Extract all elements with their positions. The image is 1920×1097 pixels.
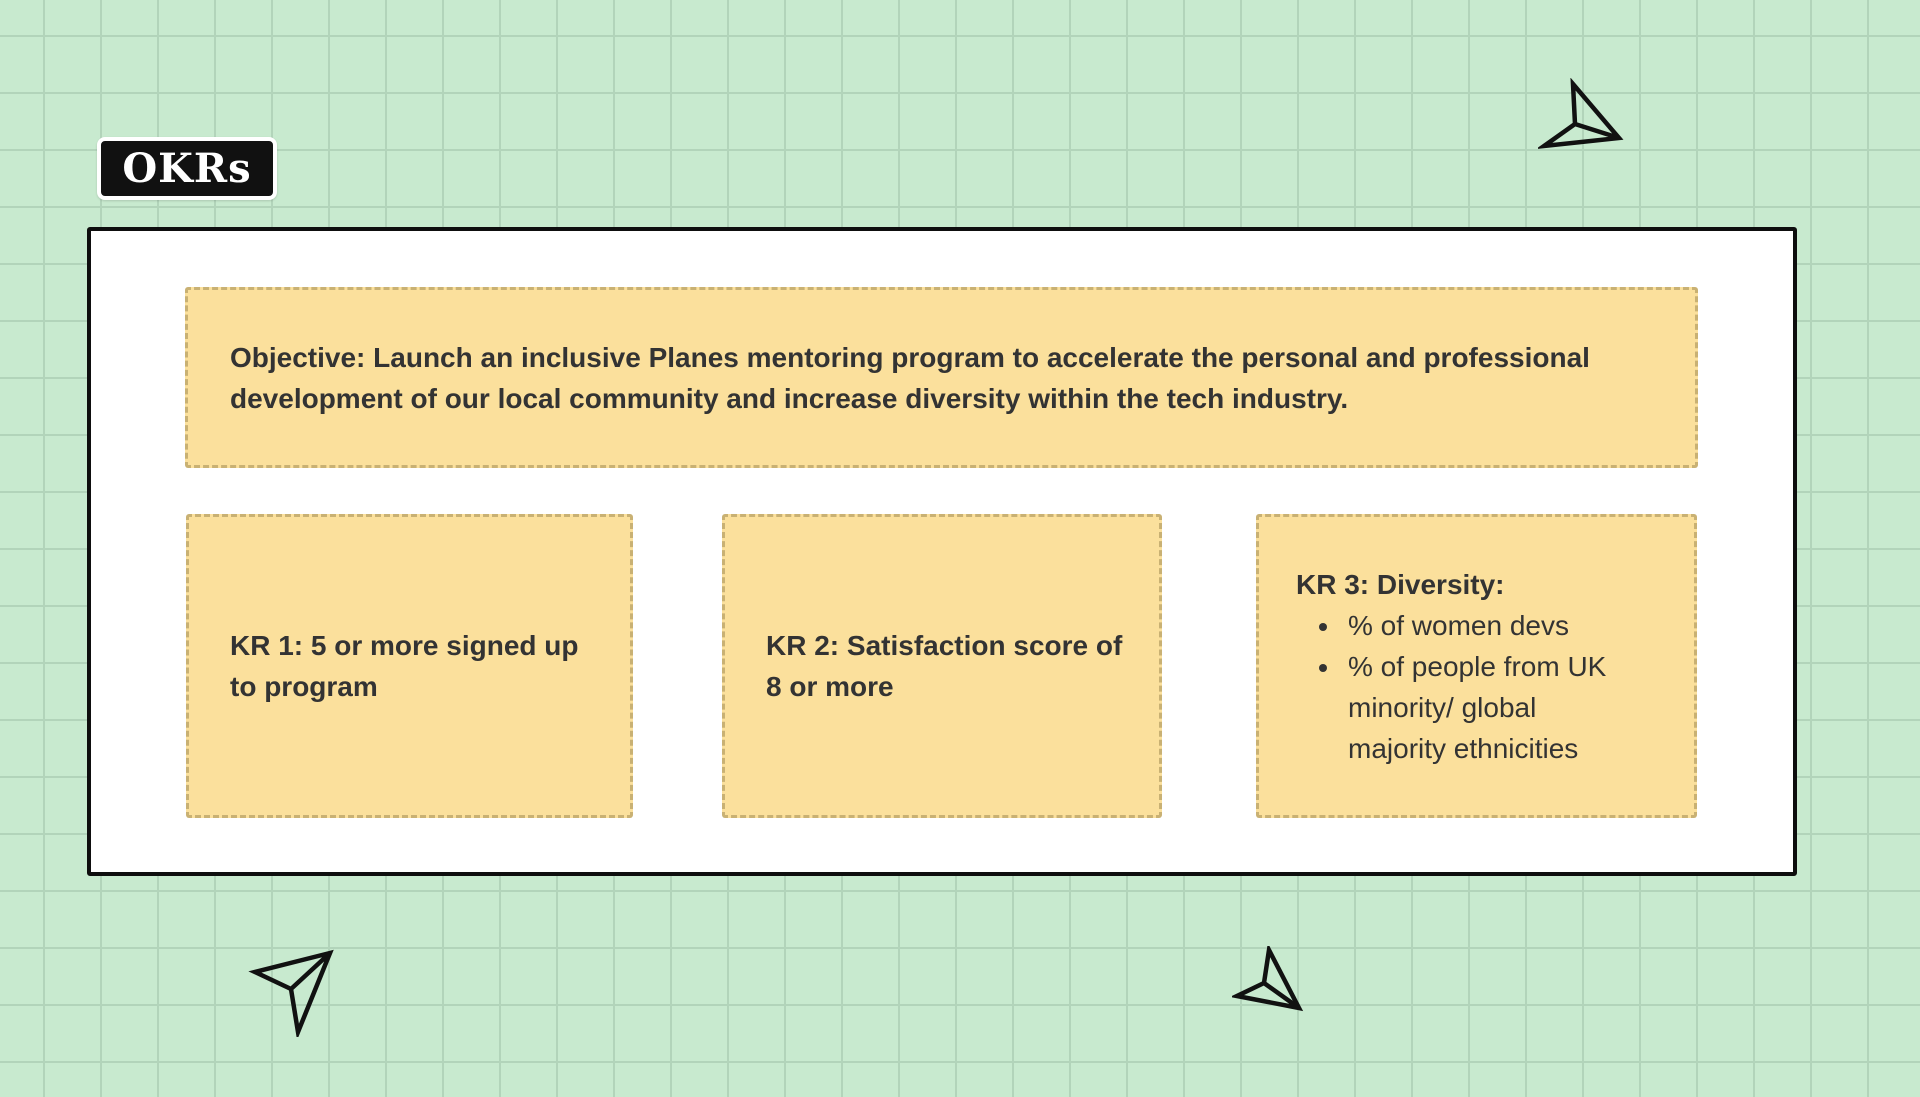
kr2-text: KR 2: Satisfaction score of 8 or more <box>766 625 1122 707</box>
kr2-line-1: KR 2: Satisfaction score of <box>766 630 1123 661</box>
kr1-line-2: to program <box>230 671 378 702</box>
collaborator-cursor-bottom-left <box>243 945 337 1037</box>
objective-line-2: development of our local community and i… <box>230 382 1349 414</box>
paper-plane-cursor-icon <box>1232 946 1304 1012</box>
kr2-line-2: 8 or more <box>766 671 894 702</box>
kr3-bullet-list: % of women devs % of people from UK mino… <box>1296 605 1606 769</box>
sticky-note-kr1[interactable]: KR 1: 5 or more signed up to program <box>186 514 633 818</box>
kr1-line-1: KR 1: 5 or more signed up <box>230 630 579 661</box>
kr3-heading: KR 3: Diversity: <box>1296 568 1505 600</box>
kr3-text: KR 3: Diversity: % of women devs % of pe… <box>1296 564 1606 769</box>
kr1-text: KR 1: 5 or more signed up to program <box>230 625 579 707</box>
objective-text: Objective: Launch an inclusive Planes me… <box>230 337 1590 419</box>
paper-plane-cursor-icon <box>1538 78 1624 149</box>
board-title-text: OKRs <box>122 145 252 192</box>
collaborator-cursor-top-right <box>1538 78 1624 154</box>
kr3-bullet-women-devs: % of women devs <box>1342 605 1606 646</box>
objective-line-1: Objective: Launch an inclusive Planes me… <box>230 341 1590 373</box>
sticky-note-kr2[interactable]: KR 2: Satisfaction score of 8 or more <box>722 514 1162 818</box>
kr3-bullet-ethnicities: % of people from UK minority/ global maj… <box>1342 646 1606 769</box>
sticky-note-objective[interactable]: Objective: Launch an inclusive Planes me… <box>185 287 1698 468</box>
paper-plane-cursor-icon <box>248 949 334 1037</box>
board-title-label[interactable]: OKRs <box>97 137 277 200</box>
collaborator-cursor-bottom-center <box>1232 946 1304 1014</box>
sticky-note-kr3[interactable]: KR 3: Diversity: % of women devs % of pe… <box>1256 514 1697 818</box>
